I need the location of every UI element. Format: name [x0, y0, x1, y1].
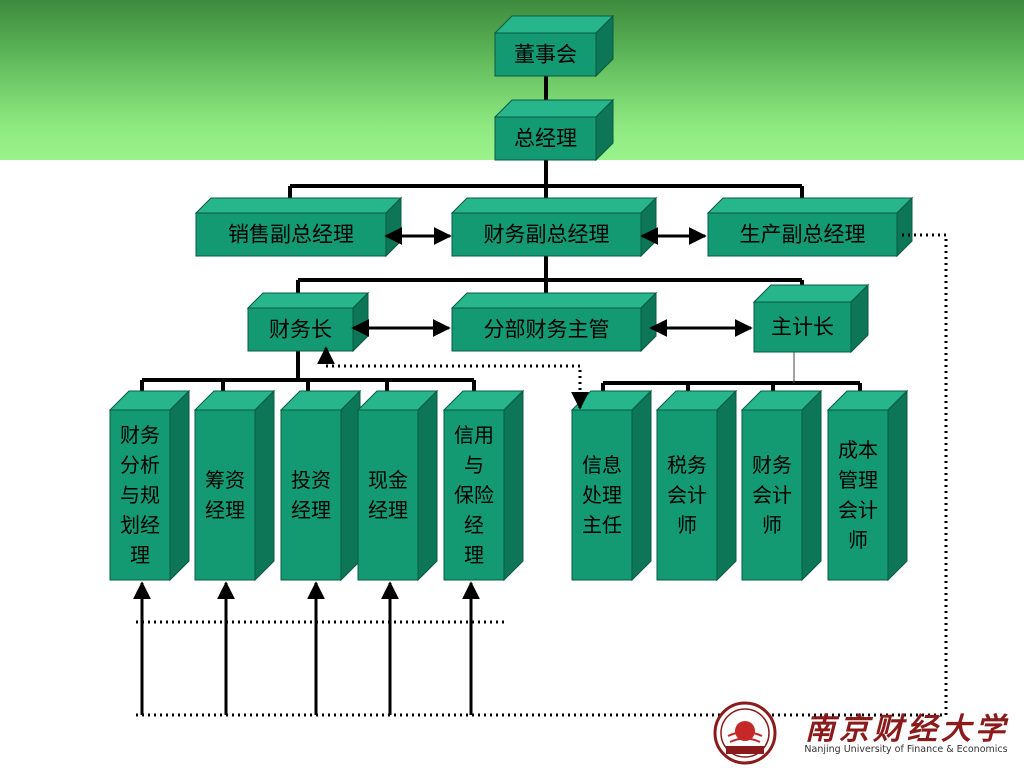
credit-insurance-manager-label-line: 经: [464, 513, 484, 537]
credit-insurance-manager-box-side: [503, 389, 524, 582]
credit-insurance-manager-label-line: 信用: [454, 423, 494, 447]
vp-finance-label: 财务副总经理: [484, 223, 610, 247]
tax-accountant-label-line: 师: [677, 513, 697, 537]
gm-label: 总经理: [514, 127, 577, 151]
cost-accountant-label-line: 成本: [838, 438, 878, 462]
investment-manager-label-line: 经理: [291, 498, 331, 522]
funding-manager-label-line: 经理: [205, 498, 245, 522]
division-finance-box-top: [450, 292, 658, 309]
cost-accountant-box-front: [827, 409, 889, 581]
dotted-links: [132, 233, 948, 717]
university-name-cn: 南京财经大学: [805, 712, 1009, 747]
cost-accountant-label-line: 会计: [838, 498, 878, 522]
gm-box: 总经理: [493, 98, 615, 162]
planning-manager-label-line: 划经: [120, 513, 160, 537]
cash-manager-label-line: 现金: [368, 468, 408, 492]
financial-accountant-label-line: 会计: [752, 483, 792, 507]
controller-box-top: [752, 284, 870, 303]
planning-manager-label-line: 财务: [120, 423, 160, 447]
university-name-en: Nanjing University of Finance & Economic…: [804, 744, 1008, 755]
planning-manager-label-line: 分析: [120, 453, 160, 477]
funding-manager-box-side: [254, 389, 275, 582]
vp-finance-box-top: [450, 197, 658, 214]
credit-insurance-manager-label-line: 与: [464, 453, 484, 477]
info-processing-director-label-line: 主任: [582, 513, 622, 537]
financial-accountant-box-front: [741, 409, 803, 581]
treasurer-label: 财务长: [269, 318, 332, 342]
tax-accountant-label-line: 会计: [667, 483, 707, 507]
tax-accountant-box-front: [656, 409, 718, 581]
cash-manager-box-front: [357, 409, 419, 581]
board-label: 董事会: [514, 43, 577, 67]
financial-accountant-label-line: 师: [762, 513, 782, 537]
board-box-top: [493, 15, 615, 34]
vp-sales-box-top: [194, 197, 403, 214]
investment-manager-box-front: [280, 409, 342, 581]
cash-manager-label-line: 经理: [368, 498, 408, 522]
info-processing-director-label-line: 信息: [582, 453, 622, 477]
tax-accountant-box-side: [716, 389, 737, 582]
planning-manager-box-side: [169, 389, 190, 582]
controller-label: 主计长: [771, 315, 834, 339]
info-processing-director-box-side: [631, 389, 652, 582]
controller-box-front: [753, 301, 852, 353]
funding-manager-label-line: 筹资: [205, 468, 245, 492]
cost-accountant-label-line: 师: [848, 528, 868, 552]
investment-manager-box-side: [340, 389, 361, 582]
vp-production-box-front: [707, 212, 898, 257]
funding-manager-box-front: [194, 409, 256, 581]
vp-sales-box-front: [195, 212, 387, 257]
cost-accountant-box-side: [887, 389, 908, 582]
credit-insurance-manager-label-line: 理: [464, 543, 484, 567]
treasurer-box-top: [246, 292, 370, 309]
treasurer-box: 财务长: [246, 291, 370, 353]
info-processing-director-box-front: [571, 409, 633, 581]
board-box-front: [494, 32, 597, 77]
controller-box: 主计长: [752, 283, 870, 354]
university-logo: 南京财经大学 Nanjing University of Finance & E…: [708, 700, 1024, 768]
credit-insurance-manager-label-line: 保险: [454, 483, 494, 507]
vp-production-box: 生产副总经理: [706, 196, 914, 258]
division-finance-label: 分部财务主管: [484, 318, 610, 342]
vp-sales-label: 销售副总经理: [228, 223, 354, 247]
credit-insurance-manager-box-front: [443, 409, 505, 581]
planning-manager-label-line: 理: [130, 543, 150, 567]
division-finance-box-front: [451, 307, 642, 352]
vp-production-label: 生产副总经理: [740, 223, 866, 247]
planning-manager-box-front: [109, 409, 171, 581]
university-emblem: [713, 701, 777, 765]
tax-accountant-label-line: 税务: [667, 453, 707, 477]
upward-arrows: [133, 581, 480, 715]
division-finance-box: 分部财务主管: [450, 291, 658, 353]
vp-finance-box: 财务副总经理: [450, 196, 658, 258]
financial-accountant-box-side: [801, 389, 822, 582]
investment-manager-label-line: 投资: [291, 468, 331, 492]
info-processing-director-label-line: 处理: [582, 483, 622, 507]
planning-manager-label-line: 与规: [120, 483, 160, 507]
cash-manager-box-side: [417, 389, 438, 582]
vp-sales-box: 销售副总经理: [194, 196, 403, 258]
board-box: 董事会: [493, 14, 615, 78]
gm-box-top: [493, 99, 615, 118]
gm-box-front: [494, 116, 597, 161]
double-arrows: [351, 227, 753, 337]
vp-finance-box-front: [451, 212, 642, 257]
financial-accountant-label-line: 财务: [752, 453, 792, 477]
cost-accountant-label-line: 管理: [838, 468, 878, 492]
vp-production-box-top: [706, 197, 914, 214]
